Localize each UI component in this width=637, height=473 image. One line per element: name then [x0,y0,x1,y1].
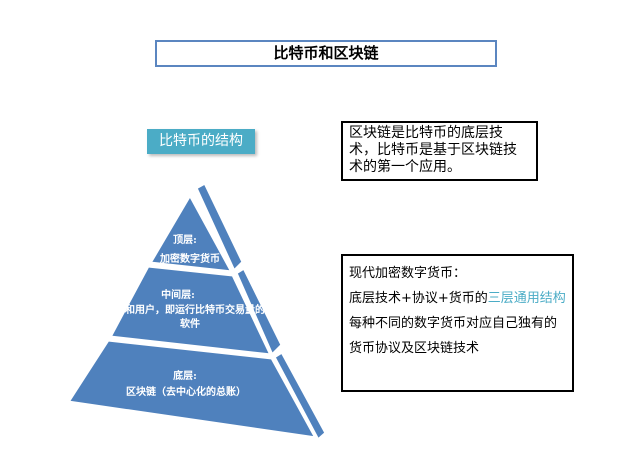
note-box-structure: 现代加密数字货币： 底层技术+协议+货币的三层通用结构 每种不同的数字货币对应自… [341,254,574,392]
bottom-layer-heading: 底层: [173,369,197,382]
bottom-layer-text: 区块链（去中心化的总账） [126,385,246,398]
middle-layer-text: 和用户，即运行比特币交易量的 [124,303,265,316]
pyramid-layer-top [147,191,235,274]
structure-label: 比特币的结构 [147,129,255,154]
note-line-1: 现代加密数字货币： [349,266,467,281]
pyramid-side-middle [234,265,284,358]
top-layer-text: 加密数字货币 [159,252,220,265]
top-layer-heading: 顶层: [173,234,197,246]
note-line-2-prefix: 底层技术+协议+货币的 [349,291,488,306]
middle-layer-heading: 中间层: [161,288,195,301]
pyramid-layer-bottom [65,338,319,440]
note-box-relationship: 区块链是比特币的底层技术，比特币是基于区块链技术的第一个应用。 [341,121,538,181]
note-line-3: 每种不同的数字货币对应自己独有的货币协议及区块链技术 [349,316,558,356]
note-line-2: 底层技术+协议+货币的三层通用结构 [349,286,566,311]
page-title: 比特币和区块链 [155,40,497,67]
pyramid-side-top [194,180,245,274]
middle-layer-text2: 软件 [180,317,200,330]
pyramid-layer-middle [107,264,274,357]
note-highlight: 三层通用结构 [487,291,566,306]
